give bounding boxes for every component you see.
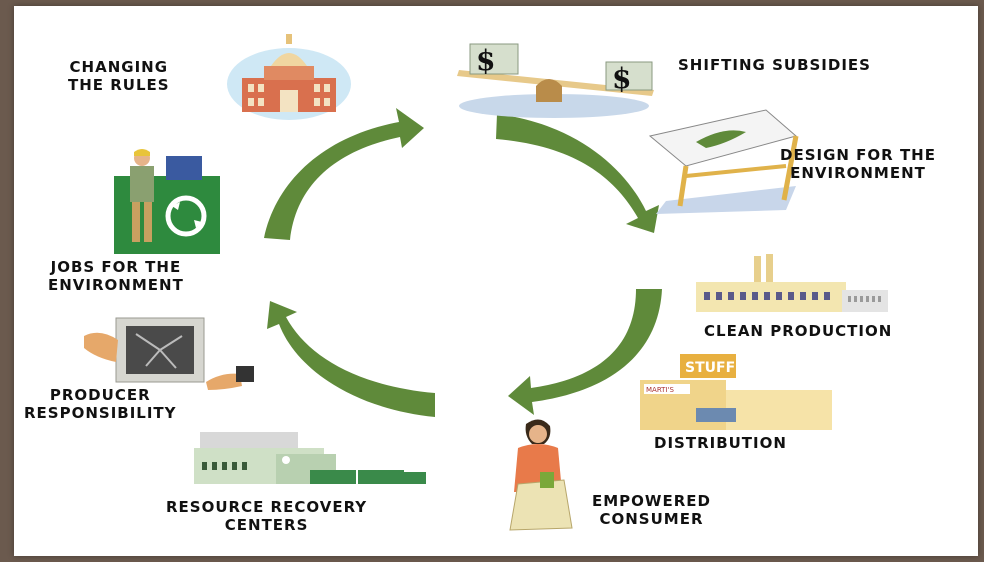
label-line: THE RULES [68,76,170,94]
label-line: CHANGING [69,58,169,76]
label-line: SHIFTING SUBSIDIES [678,56,871,74]
label-line: RESOURCE RECOVERY [166,498,368,516]
store-icon: STUFF MARTI'S [640,354,832,430]
capitol-building-icon [227,34,351,120]
label-resource-recovery-centers: RESOURCE RECOVERY CENTERS [166,498,367,534]
label-jobs-for-the-environment: JOBS FOR THE ENVIRONMENT [48,258,184,294]
drafting-table-icon [648,109,799,214]
label-line: JOBS FOR THE [50,258,182,276]
recycling-worker-icon [114,149,220,254]
label-line: CENTERS [224,516,309,534]
label-design-for-the-environment: DESIGN FOR THE ENVIRONMENT [780,146,936,182]
balance-scale-icon: $ $ [457,43,654,118]
scale-left-symbol: $ [476,44,495,77]
label-clean-production: CLEAN PRODUCTION [704,322,892,340]
diagram-panel: $ $ STUFF MARTI'S [14,6,978,556]
label-line: DISTRIBUTION [654,434,787,452]
broken-monitor-icon [84,317,254,390]
arrow-top-right [496,114,659,233]
arrow-bottom-right [508,289,662,415]
label-line: CONSUMER [599,510,704,528]
label-line: ENVIRONMENT [48,276,184,294]
label-changing-the-rules: CHANGING THE RULES [68,58,170,94]
arrow-top-left [264,108,424,240]
label-line: RESPONSIBILITY [24,404,177,422]
label-line: PRODUCER [49,386,151,404]
label-line: ENVIRONMENT [790,164,926,182]
arrow-bottom-left [267,301,435,417]
label-line: CLEAN PRODUCTION [704,322,893,340]
label-distribution: DISTRIBUTION [654,434,787,452]
cycle-arrows [264,108,662,417]
recovery-center-icon [194,432,426,484]
label-line: DESIGN FOR THE [780,146,936,164]
store-name-text: MARTI'S [646,386,674,394]
factory-icon [696,254,888,312]
label-line: EMPOWERED [592,492,711,510]
label-empowered-consumer: EMPOWERED CONSUMER [592,492,711,528]
scale-right-symbol: $ [612,62,631,95]
shopper-icon [509,419,573,531]
label-producer-responsibility: PRODUCER RESPONSIBILITY [24,386,177,422]
label-shifting-subsidies: SHIFTING SUBSIDIES [678,56,871,74]
store-sign-text: STUFF [685,360,735,376]
